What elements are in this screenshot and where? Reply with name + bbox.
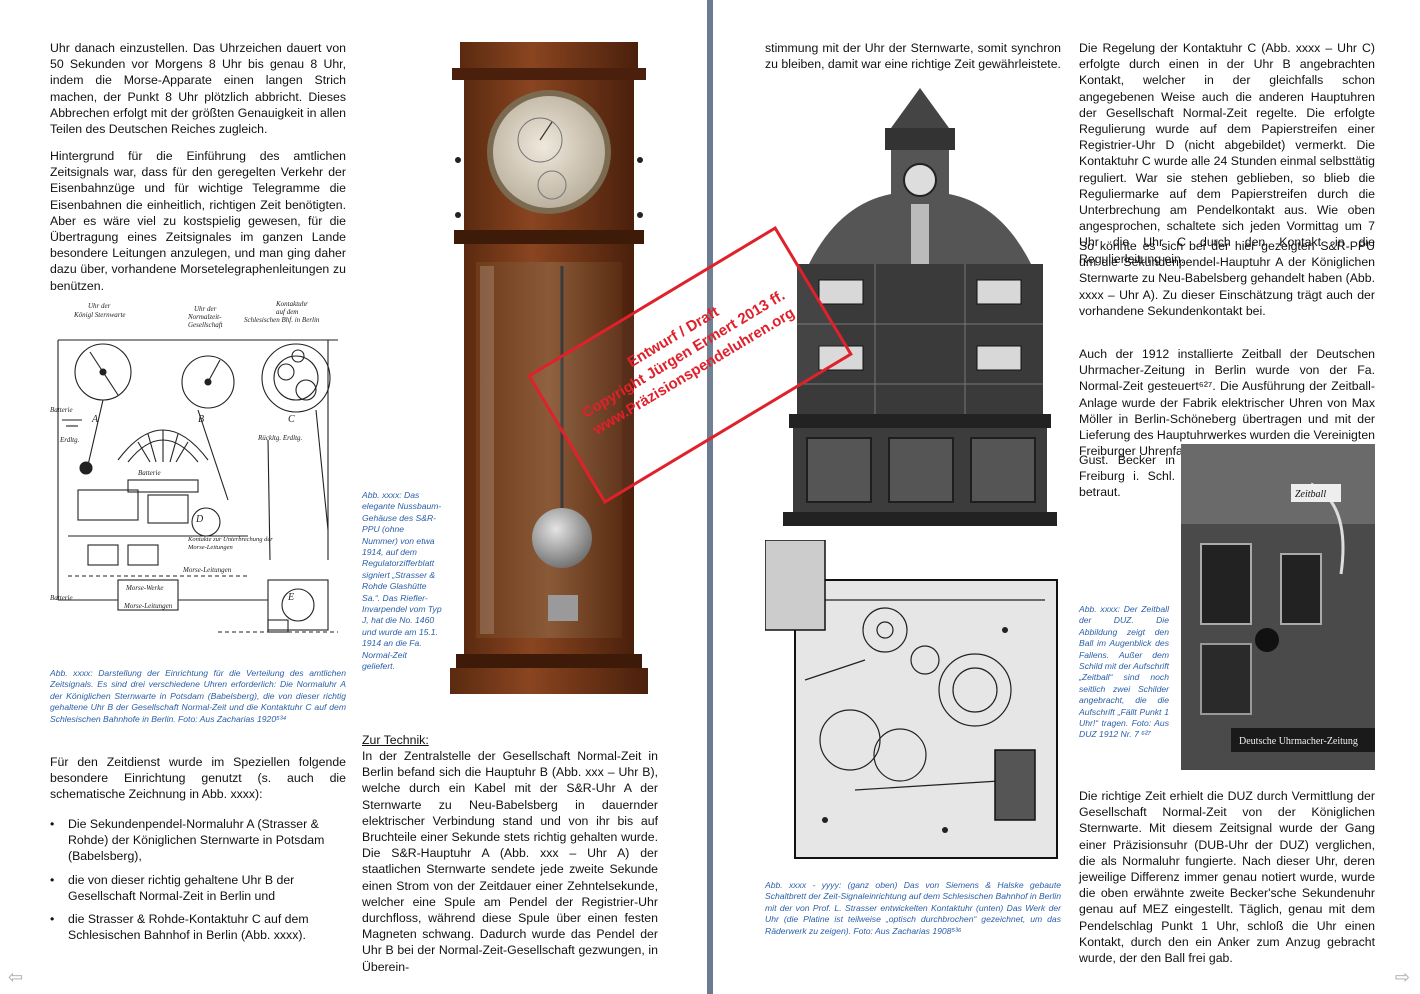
caption-diagram: Abb. xxxx: Darstellung der Einrichtung f…	[50, 668, 346, 724]
left-paragraph-1: Uhr danach einzustellen. Das Uhrzeichen …	[50, 41, 346, 137]
schematic-diagram-drawing: Uhr der Königl Sternwarte Uhr der Normal…	[50, 300, 338, 633]
diagram-label-8: Schlesischen Bhf. in Berlin	[244, 316, 320, 324]
zeitball-photo: Zeitball Deutsche Uhrmacher-Zeitung	[1181, 444, 1375, 770]
diagram-label-C: C	[288, 414, 295, 425]
diagram-label-3: Uhr der	[194, 305, 217, 313]
schematic-diagram: Uhr der Königl Sternwarte Uhr der Normal…	[48, 300, 348, 662]
diagram-label-morse-1: Morse-Leitungen	[182, 566, 232, 574]
diagram-label-4: Normalzeit-	[187, 313, 222, 321]
caption-zeitball: Abb. xxxx: Der Zeitball der DUZ. Die Abb…	[1079, 604, 1169, 740]
diagram-label-1: Uhr der	[88, 302, 111, 310]
diagram-label-rueckltg: Rückltg. Erdltg.	[257, 434, 303, 442]
cabinet-engraving-drawing	[779, 84, 1061, 530]
diagram-label-morse-2: Morse-Leitungen	[123, 602, 173, 610]
diagram-label-kontakte: Kontakte zur Unterbrechung der Morse-Lei…	[188, 536, 273, 551]
right-paragraph-1: stimmung mit der Uhr der Sternwarte, som…	[765, 41, 1061, 72]
diagram-label-E: E	[287, 592, 294, 603]
diagram-label-5: Gesellschaft	[188, 321, 224, 329]
caption-clock: Abb. xxxx: Das elegante Nussbaum-Gehäuse…	[362, 490, 442, 672]
right-paragraph-2: Die Regelung der Kontaktuhr C (Abb. xxxx…	[1079, 41, 1375, 266]
page-gutter	[707, 0, 713, 994]
clockwork-engraving-drawing	[765, 540, 1061, 860]
diagram-label-6: Kontaktuhr	[275, 300, 308, 308]
caption-schaltbrett: Abb. xxxx - yyyy: (ganz oben) Das von Si…	[765, 880, 1061, 936]
diagram-label-batterie-1: Batterie	[50, 406, 73, 414]
right-page: stimmung mit der Uhr der Sternwarte, som…	[713, 0, 1420, 994]
diagram-label-7: auf dem	[276, 308, 298, 316]
left-paragraph-2: Hintergrund für die Einführung des amtli…	[50, 149, 346, 293]
zeitball-photo-drawing: Zeitball Deutsche Uhrmacher-Zeitung	[1181, 444, 1375, 770]
clock-photo	[440, 40, 658, 696]
left-paragraph-3: Für den Zeitdienst wurde im Speziellen f…	[50, 755, 346, 802]
zeitball-sign-small: Zeitball	[1295, 489, 1326, 500]
zeitball-sign-text: Deutsche Uhrmacher-Zeitung	[1239, 736, 1358, 747]
right-paragraph-5: Die richtige Zeit erhielt die DUZ durch …	[1079, 789, 1375, 966]
cabinet-engraving	[779, 84, 1061, 530]
diagram-label-D: D	[195, 514, 204, 525]
next-page-icon[interactable]: ⇨	[1394, 967, 1410, 987]
diagram-label-batterie-2: Batterie	[138, 469, 161, 477]
right-paragraph-4a: Auch der 1912 installierte Zeitball der …	[1079, 347, 1375, 459]
diagram-label-batterie-3: Batterie	[50, 594, 73, 602]
clock-photo-drawing	[450, 42, 648, 694]
right-paragraph-3: So könnte es sich bei der hier gezeigten…	[1079, 239, 1376, 318]
right-paragraph-4b: Gust. Becker in Freiburg i. Schl. betrau…	[1079, 453, 1175, 500]
bullet-item-3: die Strasser & Rohde-Kontaktuhr C auf de…	[50, 911, 346, 943]
bullet-item-1: Die Sekundenpendel-Normaluhr A (Strasser…	[50, 816, 346, 865]
left-bullet-list: Die Sekundenpendel-Normaluhr A (Strasser…	[50, 816, 346, 950]
diagram-label-2: Königl Sternwarte	[73, 311, 126, 319]
prev-page-icon[interactable]: ⇦	[8, 967, 24, 987]
technik-text: In der Zentralstelle der Gesellschaft No…	[362, 749, 658, 974]
clockwork-engraving	[765, 540, 1061, 860]
bullet-item-2: die von dieser richtig gehaltene Uhr B d…	[50, 872, 346, 904]
left-page: Uhr danach einzustellen. Das Uhrzeichen …	[0, 0, 707, 994]
diagram-label-morsewerke: Morse-Werke	[125, 584, 163, 592]
diagram-label-A: A	[91, 414, 99, 425]
diagram-label-erdltg: Erdltg.	[59, 436, 80, 444]
technik-heading: Zur Technik:	[362, 733, 429, 747]
diagram-label-B: B	[198, 414, 204, 425]
